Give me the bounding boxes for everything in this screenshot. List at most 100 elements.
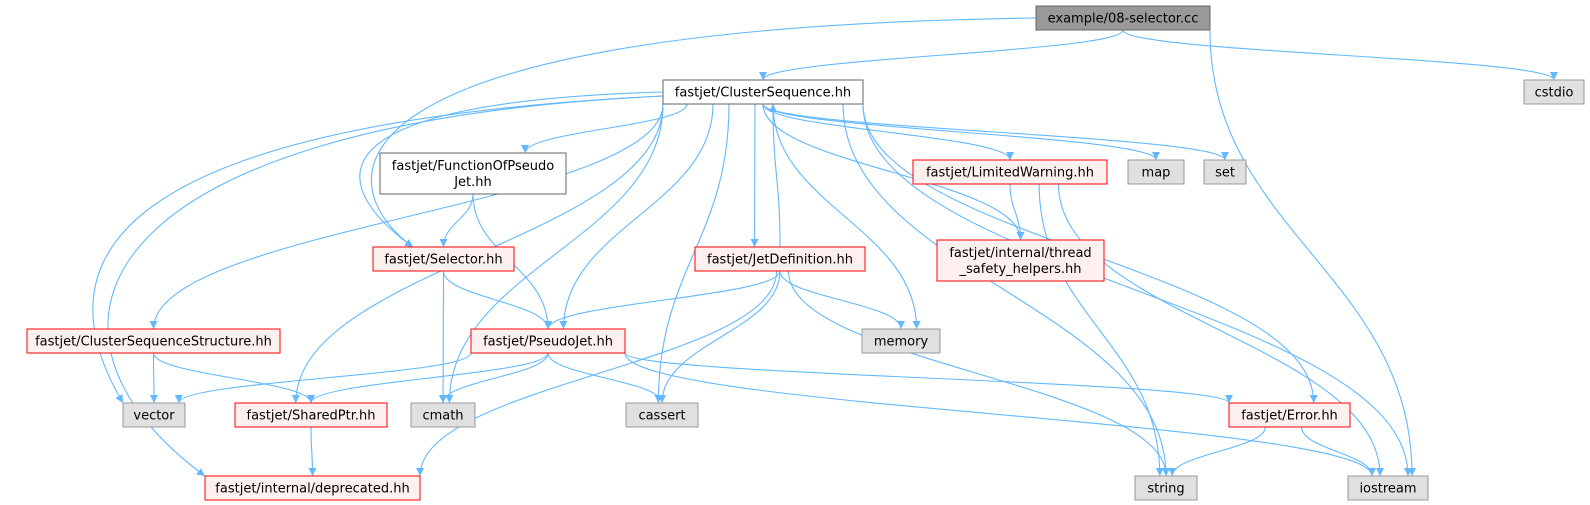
node-limitedwarning[interactable]: fastjet/LimitedWarning.hh [912,159,1108,185]
node-sharedptr[interactable]: fastjet/SharedPtr.hh [234,402,388,428]
edge-clusterseq-to-memory [772,103,921,330]
edge-pseudojet-to-sharedptr [307,352,549,404]
node-box [912,159,1108,185]
node-label: fastjet/SharedPtr.hh [247,409,376,424]
node-label: fastjet/ClusterSequence.hh [675,86,851,101]
edge-pseudojet-to-vector [174,352,472,404]
node-box [1228,402,1351,428]
node-label: set [1215,166,1235,181]
edge-selector_hh-to-pseudojet [442,270,552,330]
edge-clusterseq-to-selector_hh [359,91,664,248]
edge-clusterseq-to-cmath [445,103,664,404]
edge-error-to-iostream [1301,426,1376,477]
node-box [234,402,388,428]
edge-clusterseq-to-jetdef [750,103,759,248]
edge-clusterseq-to-funcofpj [521,103,688,154]
node-cstdio: cstdio [1523,79,1585,105]
node-label: map [1142,166,1171,181]
node-label: string [1147,482,1184,497]
node-box [1134,475,1198,501]
node-box [1127,159,1185,185]
edge-clusterseq-to-set [762,103,1229,161]
edge-selector_cc-to-cstdio [1122,29,1558,81]
node-label: Jet.hh [453,175,492,190]
edge-jetdef-to-cassert [658,270,781,404]
edge-selector_hh-to-cmath [439,270,448,404]
node-box [410,402,476,428]
edge-pseudojet-to-cmath [439,352,549,404]
node-label: vector [133,409,175,424]
node-pseudojet[interactable]: fastjet/PseudoJet.hh [470,328,626,354]
edge-clusterseq-to-pseudojet [559,103,714,330]
node-box [1347,475,1429,501]
node-label: fastjet/internal/deprecated.hh [215,482,409,497]
node-box [26,328,281,354]
node-deprecated[interactable]: fastjet/internal/deprecated.hh [204,475,421,501]
node-label: example/08-selector.cc [1048,12,1199,27]
node-box [1523,79,1585,105]
node-box [372,246,515,272]
edge-clusterseq-to-limitedwarning [762,103,1014,161]
node-cmath: cmath [410,402,476,428]
edge-limitedwarning-to-string [1038,183,1164,477]
node-box [122,402,186,428]
node-label: fastjet/ClusterSequenceStructure.hh [35,335,272,350]
edge-jetdef-to-string [787,270,1170,477]
node-vector: vector [122,402,186,428]
edge-selector_cc-to-clusterseq [759,29,1124,81]
edge-csstructure-to-vector [149,352,158,404]
node-label: fastjet/LimitedWarning.hh [926,166,1094,181]
node-box [625,402,699,428]
edge-sharedptr-to-deprecated [308,426,317,477]
edge-pseudojet-to-cassert [547,352,666,404]
edge-csstructure-to-sharedptr [152,352,315,404]
node-label: memory [874,335,929,350]
edge-clusterseq-to-string [842,103,1170,477]
edge-jetdef-to-clusterseq [769,103,781,248]
edge-jetdef-to-pseudojet [544,270,781,330]
node-box [662,79,864,105]
edge-funcofpj-to-selector_hh [439,193,474,248]
node-threadsafety[interactable]: fastjet/internal/thread_safety_helpers.h… [936,239,1105,282]
edge-jetdef-to-deprecated [416,270,778,477]
node-label: fastjet/PseudoJet.hh [483,335,613,350]
node-label: fastjet/FunctionOfPseudo [392,159,554,174]
node-selector_hh[interactable]: fastjet/Selector.hh [372,246,515,272]
node-map: map [1127,159,1185,185]
edge-pseudojet-to-iostream [624,352,1376,477]
node-string: string [1134,475,1198,501]
node-clusterseq[interactable]: fastjet/ClusterSequence.hh [662,79,864,105]
node-box [470,328,626,354]
node-label: fastjet/Selector.hh [384,253,502,268]
node-label: cstdio [1535,86,1574,101]
node-box [1035,5,1211,31]
edge-limitedwarning-to-threadsafety [1009,183,1025,241]
node-box [379,152,567,195]
edge-jetdef-to-memory [779,270,905,330]
node-error[interactable]: fastjet/Error.hh [1228,402,1351,428]
node-iostream: iostream [1347,475,1429,501]
node-box [936,239,1105,282]
node-label: cmath [422,409,463,424]
node-label: fastjet/JetDefinition.hh [707,253,853,268]
node-csstructure[interactable]: fastjet/ClusterSequenceStructure.hh [26,328,281,354]
node-selector_cc[interactable]: example/08-selector.cc [1035,5,1211,31]
node-memory: memory [861,328,941,354]
edge-pseudojet-to-error [624,352,1233,404]
node-label: _safety_helpers.hh [959,262,1082,277]
node-jetdef[interactable]: fastjet/JetDefinition.hh [694,246,866,272]
node-label: fastjet/internal/thread [949,246,1091,261]
node-label: iostream [1359,482,1416,497]
node-set: set [1203,159,1247,185]
node-label: cassert [638,409,685,424]
edge-selector_cc-to-iostream [1209,29,1416,477]
node-layer: example/08-selector.cc fastjet/ClusterSeq… [26,5,1585,501]
node-cassert: cassert [625,402,699,428]
edge-limitedwarning-to-iostream [1057,183,1384,477]
node-box [204,475,421,501]
node-box [694,246,866,272]
edge-layer [92,17,1558,477]
edge-selector_cc-to-selector_hh [370,17,1037,248]
